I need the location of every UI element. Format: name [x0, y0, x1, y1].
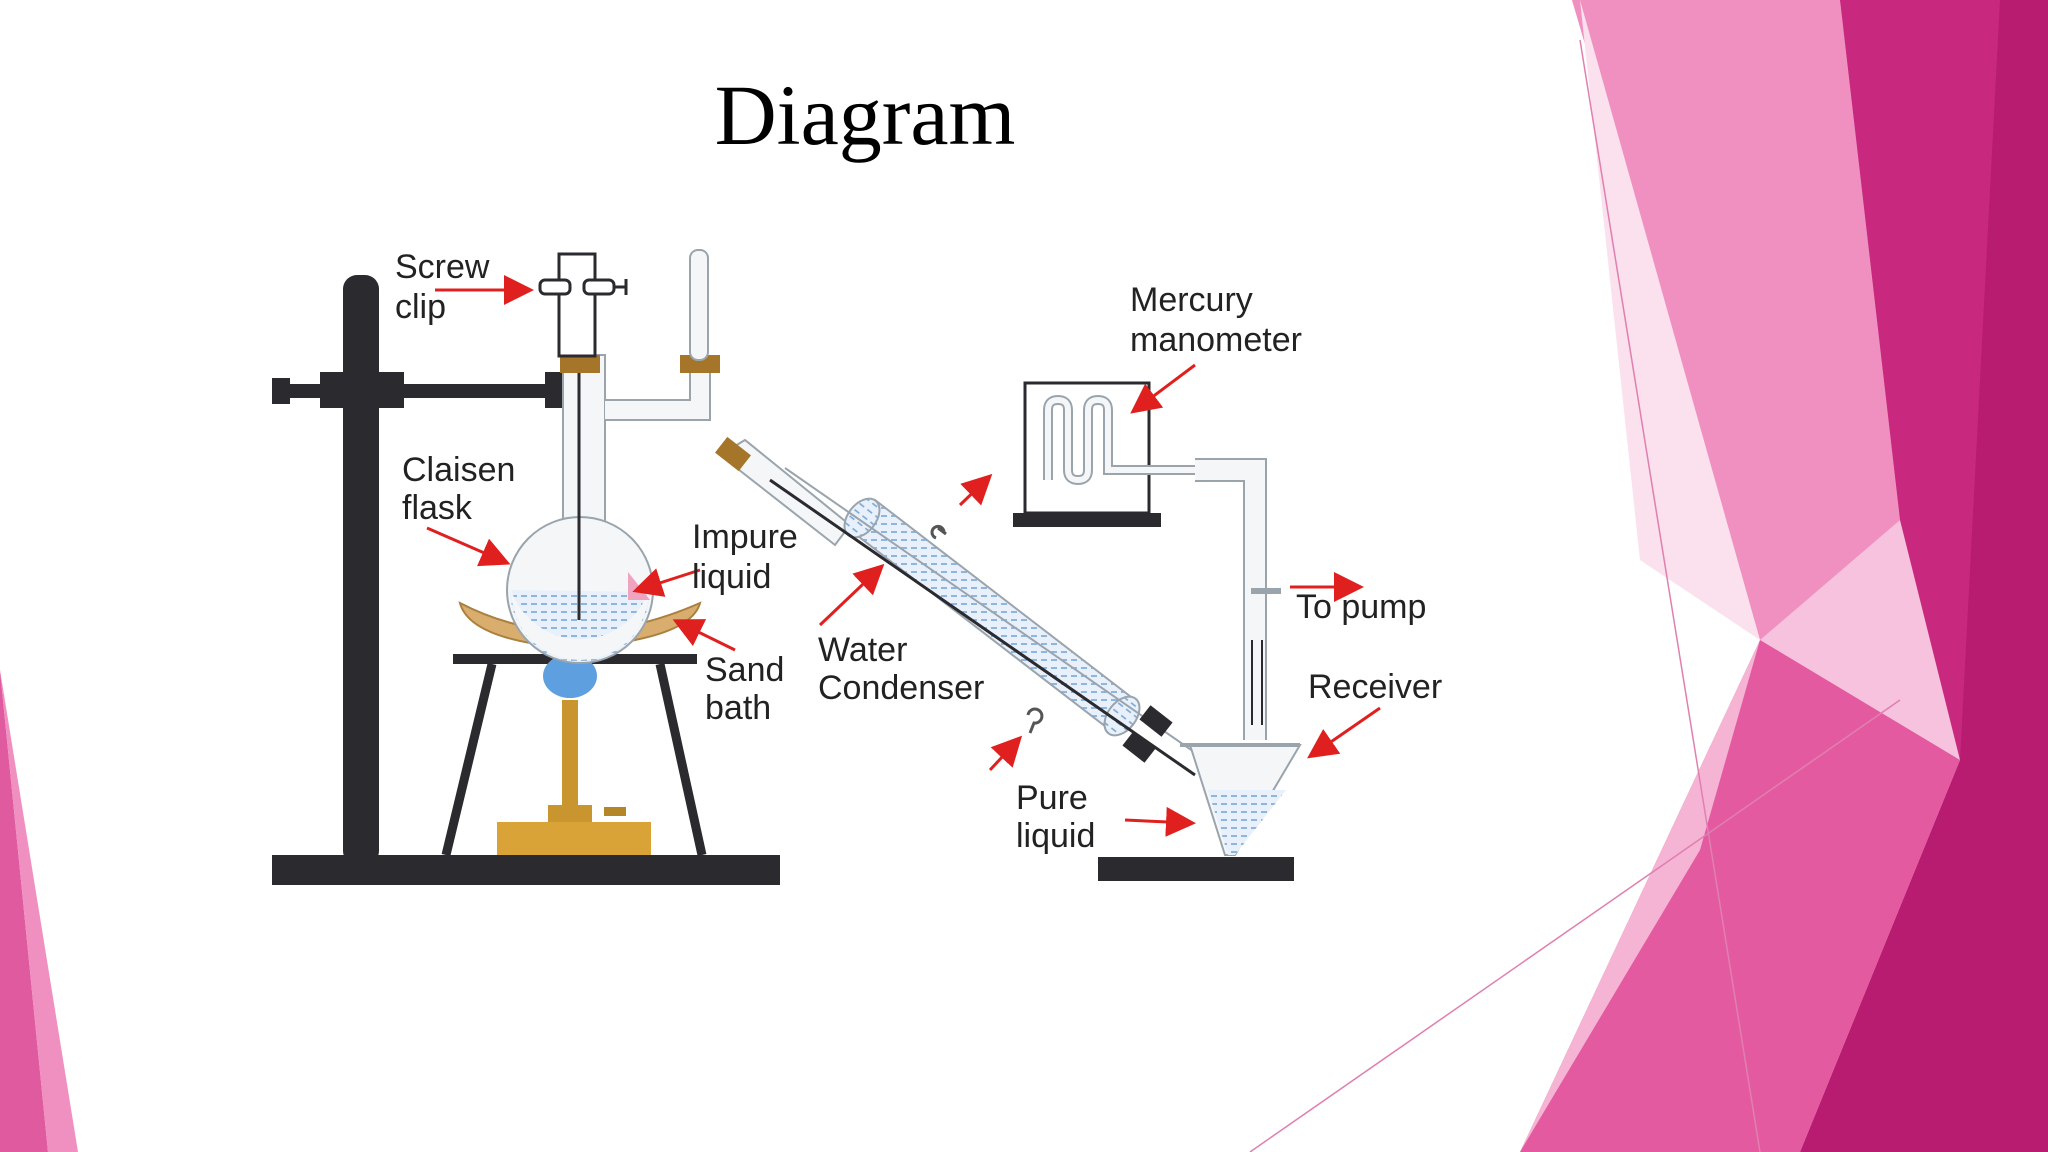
label-clip: clip [395, 288, 446, 326]
label-bath: bath [705, 689, 771, 727]
label-flask: flask [402, 489, 473, 527]
pointer-arrows [426, 275, 1381, 837]
label-mercury: Mercury [1130, 281, 1253, 319]
slide-title: Diagram [714, 67, 1016, 163]
label-sand: Sand [705, 651, 784, 689]
screw-clip [538, 252, 628, 358]
label-manometer: manometer [1130, 321, 1302, 359]
vacuum-tubing [1195, 458, 1281, 740]
label-condenser: Condenser [818, 669, 984, 707]
label-receiver: Receiver [1308, 668, 1442, 706]
receiver-flask [1098, 743, 1302, 881]
mercury-manometer [1013, 381, 1195, 527]
label-pure: Pure [1016, 779, 1088, 817]
label-water: Water [818, 631, 907, 669]
label-pure-liquid: liquid [1016, 817, 1095, 855]
label-screw: Screw [395, 248, 490, 286]
burner [497, 654, 651, 855]
label-to-pump: To pump [1296, 588, 1426, 626]
label-impure: Impure [692, 518, 798, 556]
label-claisen: Claisen [402, 451, 515, 489]
water-condenser [715, 436, 1211, 777]
claisen-flask [506, 249, 720, 664]
label-impure-liquid: liquid [692, 558, 771, 596]
